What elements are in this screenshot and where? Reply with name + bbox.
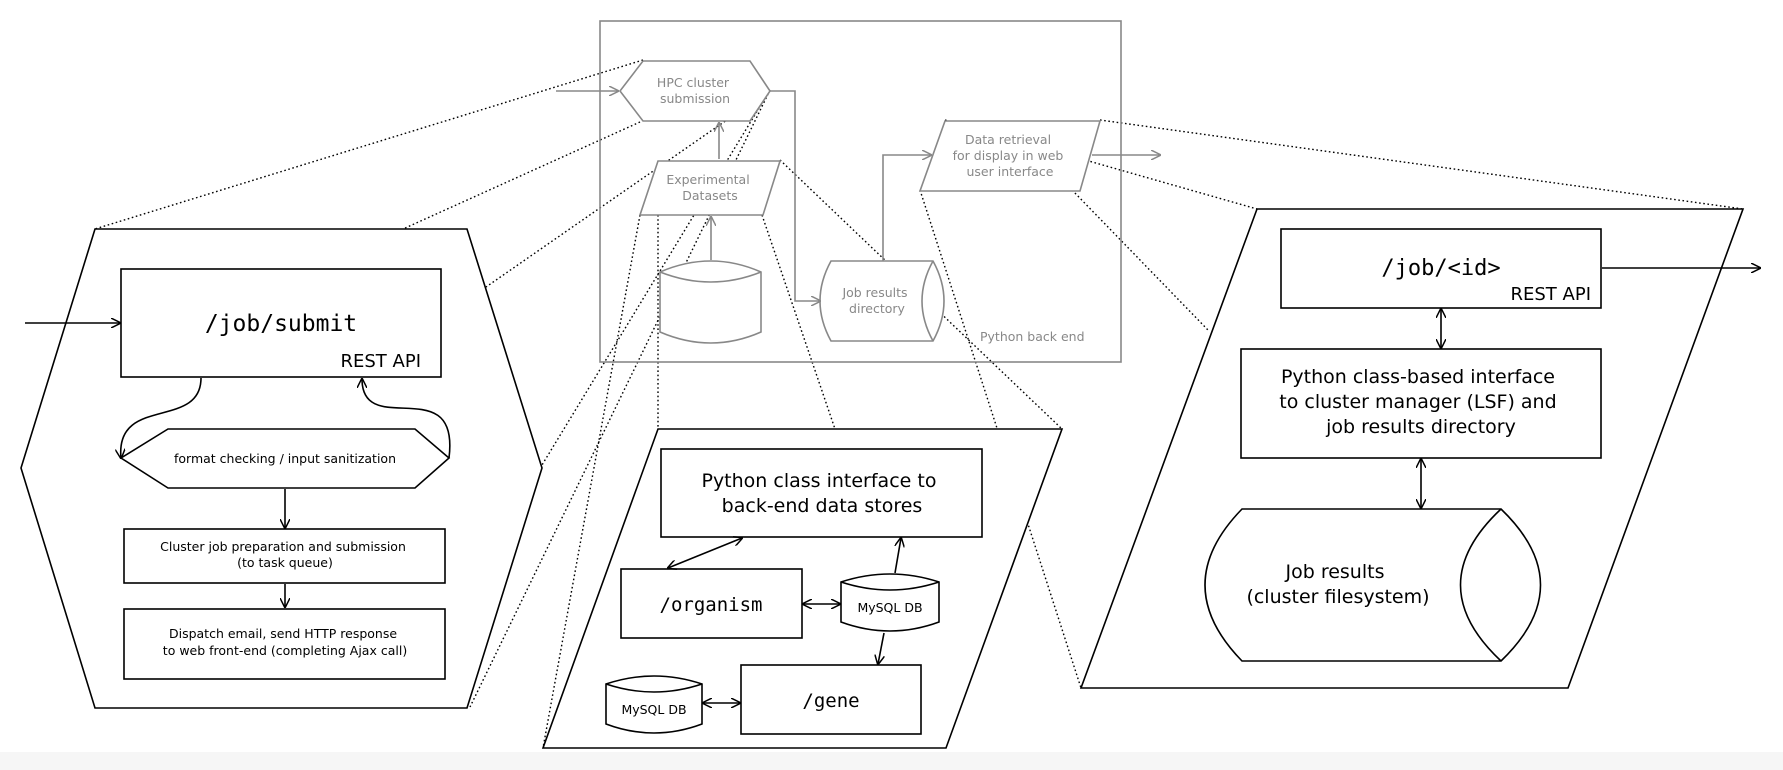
results-directory-label: Job results directory [841,285,911,316]
results-directory-rim [921,260,934,342]
mysql-db-1-rim [840,581,940,591]
zoom-line [541,89,771,466]
zoom-line [779,159,1063,430]
data-panel: Python class interface to back-end data … [541,428,1064,749]
data-interface-label: Python class interface to back-end data … [701,470,942,517]
job-results-storage-shape [1204,508,1542,662]
overview-database-cylinder [659,260,762,344]
job-prep-label: Cluster job preparation and submission (… [160,539,410,570]
submit-rest-box [120,268,442,378]
datasets-label: Experimental Datasets [666,172,753,203]
data-interface-box [660,448,983,538]
retrieval-label: Data retrieval for display in web user i… [953,132,1068,179]
submit-panel: /job/submit REST API format checking / i… [20,228,543,709]
dispatch-label: Dispatch email, send HTTP response to we… [163,626,407,658]
results-panel: /job/<id> REST API Python class-based in… [1079,208,1760,689]
cluster-interface-box [1240,348,1602,459]
submit-endpoint: /job/submit [205,311,357,337]
zoom-line [402,121,641,230]
organism-box [620,568,803,639]
results-rest-box [1280,228,1602,309]
overview-diagram: HPC cluster submission Experimental Data… [556,20,1160,363]
db-to-interface-arrow [894,538,901,574]
zoom-line [944,119,1258,210]
bottom-strip [0,752,1783,770]
cluster-interface-label: Python class-based interface to cluster … [1279,366,1562,438]
gene-endpoint: /gene [802,690,859,712]
interface-organism-arrow [668,538,742,568]
mysql-db-2-rim [605,683,703,693]
zoom-line [94,59,644,230]
overview-database-rim [659,271,762,283]
job-prep-box [123,528,446,584]
results-endpoint: /job/<id> [1381,256,1500,281]
overview-hpc-to-results-arrow [770,90,820,301]
results-api-label: REST API [1511,284,1592,305]
mysql-db-1-label: MySQL DB [857,600,922,615]
hpc-submission-hexagon [618,60,771,122]
zoom-line [485,89,771,288]
zoom-line [1099,119,1744,210]
job-results-storage-rim [1459,508,1502,662]
dispatch-box [123,608,446,680]
rest-to-check-arrow [121,377,202,458]
backend-label: Python back end [980,329,1085,344]
mysql-db-2-label: MySQL DB [621,702,686,717]
gene-box [740,664,922,735]
organism-endpoint: /organism [660,594,763,616]
check-to-rest-arrow [362,379,451,459]
retrieval-parallelogram [918,120,1102,192]
db-to-gene-arrow [878,632,885,664]
submit-api-label: REST API [341,351,422,372]
zoom-line [1071,189,1209,331]
overview-results-to-retrieval-arrow [882,155,931,261]
backend-frame [599,20,1122,363]
hpc-submission-label: HPC cluster submission [657,75,733,106]
job-results-storage-label: Job results (cluster filesystem) [1246,561,1429,608]
datasets-parallelogram [638,160,782,216]
format-check-label: format checking / input sanitization [174,451,396,466]
